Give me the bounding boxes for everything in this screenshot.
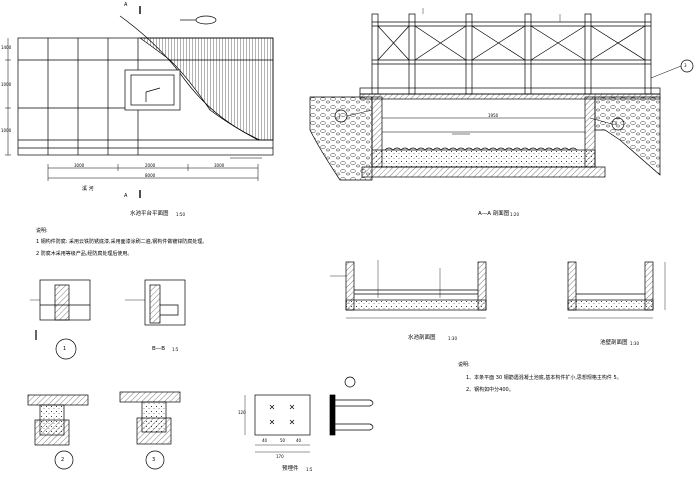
section-aa-scale: 1:20 — [510, 212, 519, 217]
plan-title: 水池平台平面图 — [130, 211, 169, 217]
section-aa-title: A—A 剖面图 — [478, 211, 510, 217]
aa-ground-left — [309, 96, 373, 181]
plan-section-mark-bottom: A — [124, 193, 128, 199]
plate-dim-height: 120 — [238, 410, 246, 415]
plan-dim-1: 3000 — [74, 163, 85, 168]
embedded-plate — [244, 376, 374, 453]
notes-left-heading: 说明: — [36, 228, 48, 234]
plate-dim-c: 40 — [296, 438, 302, 443]
plan-river-label: 溪 河 — [82, 186, 94, 192]
callout-3 — [680, 59, 694, 73]
detail-2-caption: 2 — [61, 457, 65, 463]
detail-3-marker — [145, 450, 165, 470]
detail-1 — [30, 279, 91, 360]
plate-dim-total: 170 — [276, 454, 284, 459]
plan-curve — [119, 15, 261, 141]
plate-dim-b: 50 — [280, 438, 286, 443]
bracket-caption: 预埋件 — [282, 466, 299, 472]
notes-right-heading: 说明: — [458, 362, 470, 368]
detail-bb-caption: B—B — [152, 346, 166, 352]
notes-right-item-2: 2、钢构如中分400。 — [466, 387, 514, 393]
detail-2 — [27, 394, 89, 470]
section-aa-dim: 1950 — [488, 113, 499, 118]
detail-3 — [119, 391, 181, 470]
plan-dim-total: 8000 — [145, 173, 156, 178]
plate-dim-a: 40 — [262, 438, 268, 443]
plan-scale: 1:50 — [176, 212, 185, 217]
section-aa-callout-1: 1 — [338, 113, 341, 118]
plan-dim-left-2: 1000 — [1, 82, 12, 87]
notes-left-item-2: 2 防腐木采用等级产品,经防腐处理后使用。 — [36, 251, 133, 257]
bracket-scale: 1:5 — [306, 467, 313, 472]
notes-left-item-1: 1 钢构件防腐: 采用云铁防锈底漆,采用面漆涂刷二遍,钢构件做镀锌防腐处理。 — [36, 239, 208, 245]
notes-right-item-1: 1、本条平面 30 钢筋遇混凝土池底,基本构件扩小,思想规格主构件 5。 — [466, 375, 622, 381]
plan-tag — [195, 15, 217, 25]
plan-dim-3: 3000 — [214, 163, 225, 168]
pool-section-right-scale: 1:30 — [630, 341, 639, 346]
section-aa-callout-2: 2 — [615, 121, 618, 126]
plan-dim-left-3: 1000 — [1, 128, 12, 133]
aa-deck — [359, 87, 661, 95]
detail-bb — [125, 279, 186, 326]
pool-section-right-title: 池壁剖面图 — [600, 340, 628, 346]
section-aa — [309, 8, 694, 181]
plan-dim-2: 2000 — [145, 163, 156, 168]
detail-1-marker — [55, 338, 77, 360]
section-aa-callout-3: 3 — [684, 63, 687, 68]
pool-section-right — [567, 261, 666, 319]
detail-2-marker — [54, 450, 74, 470]
pool-section-left-title: 水池剖面图 — [408, 335, 436, 341]
aa-pool-slab — [371, 149, 596, 168]
plan-section-mark-top: A — [124, 2, 128, 8]
plan-dim-left-1: 1400 — [1, 45, 12, 50]
pool-section-left-scale: 1:30 — [448, 336, 457, 341]
detail-1-caption: 1 — [63, 346, 67, 352]
aa-ground-right — [594, 96, 661, 176]
detail-3-caption: 3 — [152, 457, 156, 463]
detail-bb-scale: 1:5 — [172, 347, 179, 352]
plan-view — [5, 6, 274, 198]
pool-section-left — [330, 260, 487, 319]
